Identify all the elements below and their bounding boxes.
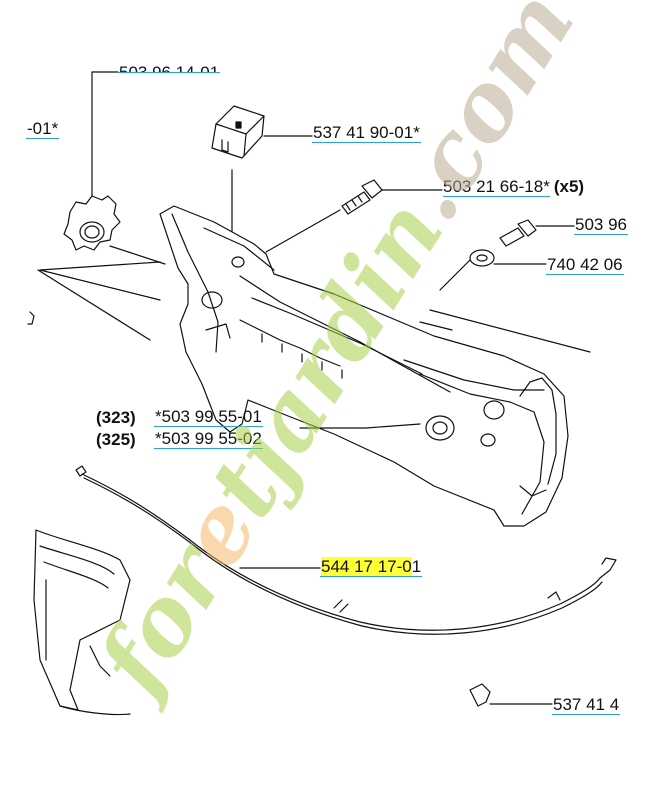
washer-part xyxy=(469,249,495,267)
small-clip-part xyxy=(469,683,491,707)
highlighted-part-number: 544 17 17-0 xyxy=(321,557,412,576)
part-label-screw[interactable]: 503 21 66-18*(x5) xyxy=(443,177,585,197)
screw-quantity: (x5) xyxy=(553,177,585,196)
part-label-knob[interactable]: 503 96 14-01 xyxy=(118,64,221,73)
part-label-handle-323[interactable]: *503 99 55-01 xyxy=(154,407,263,427)
part-label-handle-325[interactable]: *503 99 55-02 xyxy=(154,429,263,449)
switch-part xyxy=(211,105,265,159)
part-label-washer[interactable]: 740 42 06 xyxy=(546,255,624,275)
screw-part xyxy=(341,179,383,215)
leader-line-left xyxy=(37,269,151,341)
leader-line-knob xyxy=(91,71,119,229)
ref-325: (325) xyxy=(96,430,136,449)
left-bracket xyxy=(27,311,35,325)
part-label-cable[interactable]: 544 17 17-01 xyxy=(320,557,423,577)
part-label-left[interactable]: -01* xyxy=(26,119,60,139)
cable-part xyxy=(75,465,617,635)
ref-323: (323) xyxy=(96,408,136,427)
knob-part xyxy=(63,195,121,251)
part-label-bottom[interactable]: 537 41 4 xyxy=(552,695,621,715)
handle-part xyxy=(159,205,569,527)
part-label-switch[interactable]: 537 41 90-01* xyxy=(312,123,421,143)
grip-part xyxy=(33,529,131,716)
screw2-part xyxy=(499,219,537,247)
part-label-screw2[interactable]: 503 96 xyxy=(574,215,628,235)
